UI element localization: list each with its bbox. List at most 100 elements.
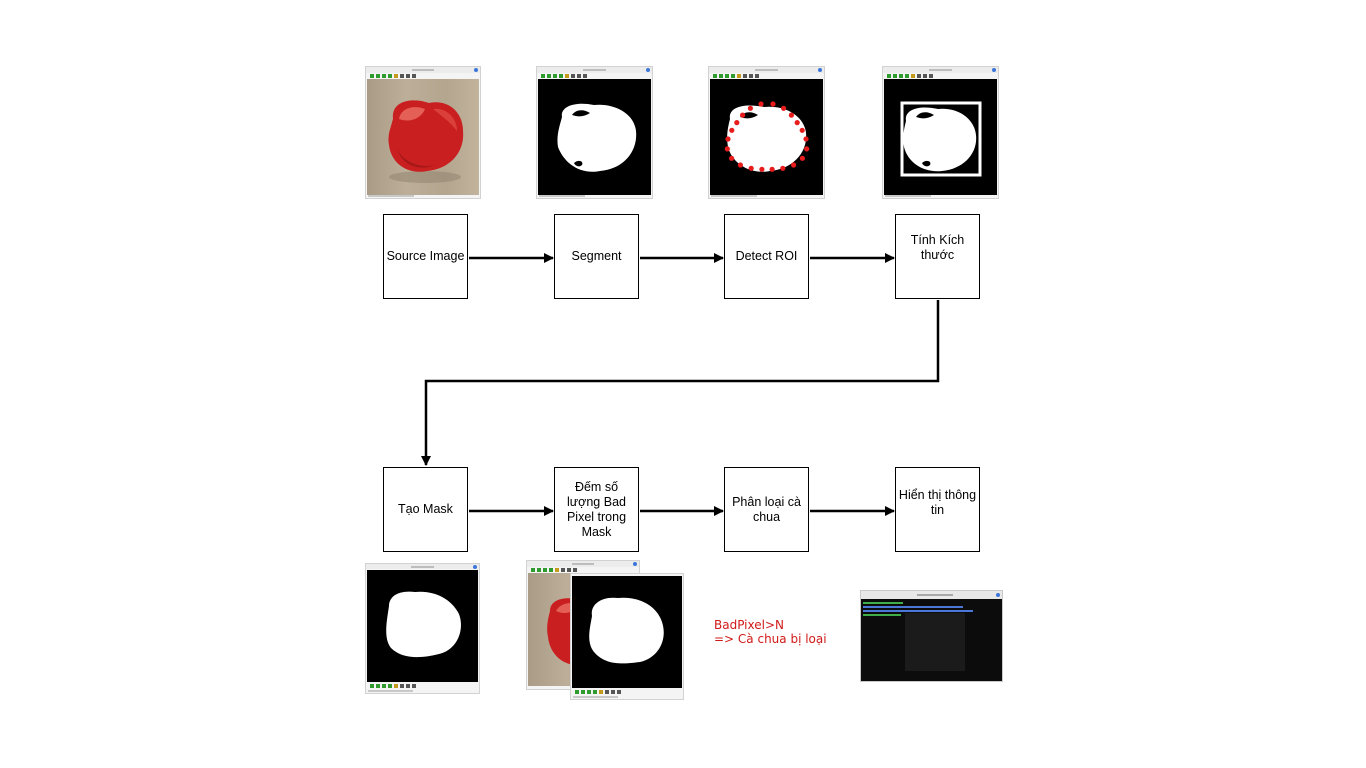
zoom-icon[interactable] [605,690,609,694]
up-arrow-icon[interactable] [725,74,729,78]
window-statusbar [366,689,479,693]
properties-icon[interactable] [929,74,933,78]
window-titlebar [527,561,639,567]
window-statusbar [537,194,652,198]
bounding-box-graphic [900,101,982,177]
save-icon[interactable] [565,74,569,78]
down-arrow-icon[interactable] [731,74,735,78]
zoom-icon[interactable] [400,684,404,688]
save-icon[interactable] [555,568,559,572]
step-label: Detect ROI [735,249,798,263]
roi-point [770,101,776,107]
save-icon[interactable] [599,690,603,694]
window-toolbar [367,73,479,79]
copy-icon[interactable] [406,74,410,78]
terminal-titlebar [861,591,1002,599]
properties-icon[interactable] [412,684,416,688]
roi-point [788,112,794,118]
zoom-icon[interactable] [571,74,575,78]
close-icon[interactable] [646,68,650,72]
roi-contour-view [710,79,823,195]
roi-point [729,127,735,133]
properties-icon[interactable] [617,690,621,694]
back-arrow-icon[interactable] [531,568,535,572]
forward-arrow-icon[interactable] [893,74,897,78]
terminal-panel [905,613,965,671]
forward-arrow-icon[interactable] [719,74,723,78]
up-arrow-icon[interactable] [382,684,386,688]
forward-arrow-icon[interactable] [581,690,585,694]
window-toolbar [367,683,478,689]
properties-icon[interactable] [573,568,577,572]
up-arrow-icon[interactable] [587,690,591,694]
copy-icon[interactable] [577,74,581,78]
properties-icon[interactable] [755,74,759,78]
step-tinh-kich-thuoc: Tính Kích thước [895,214,980,299]
roi-point [769,166,775,172]
up-arrow-icon[interactable] [543,568,547,572]
save-icon[interactable] [737,74,741,78]
close-icon[interactable] [818,68,822,72]
down-arrow-icon[interactable] [388,74,392,78]
close-icon[interactable] [992,68,996,72]
down-arrow-icon[interactable] [559,74,563,78]
back-arrow-icon[interactable] [370,684,374,688]
classification-result-note: BadPixel>N => Cà chua bị loại [714,618,827,646]
back-arrow-icon[interactable] [575,690,579,694]
forward-arrow-icon[interactable] [547,74,551,78]
mask-window-front [570,573,684,700]
save-icon[interactable] [394,684,398,688]
roi-point [794,120,800,126]
properties-icon[interactable] [583,74,587,78]
save-icon[interactable] [394,74,398,78]
forward-arrow-icon[interactable] [376,684,380,688]
back-arrow-icon[interactable] [541,74,545,78]
up-arrow-icon[interactable] [899,74,903,78]
close-icon[interactable] [473,565,477,569]
down-arrow-icon[interactable] [593,690,597,694]
mask-blob [386,591,461,658]
roi-point [734,120,740,126]
window-titlebar [366,67,480,73]
bounding-box-window [882,66,999,199]
back-arrow-icon[interactable] [887,74,891,78]
source-image-window [365,66,481,199]
mask-overlay-blob [589,597,664,664]
roi-point [758,101,764,107]
copy-icon[interactable] [611,690,615,694]
up-arrow-icon[interactable] [553,74,557,78]
forward-arrow-icon[interactable] [537,568,541,572]
copy-icon[interactable] [749,74,753,78]
terminal-line [863,606,963,608]
properties-icon[interactable] [412,74,416,78]
zoom-icon[interactable] [917,74,921,78]
roi-point [804,146,810,152]
step-label: Segment [571,249,622,263]
window-titlebar [537,67,652,73]
window-statusbar [709,194,824,198]
forward-arrow-icon[interactable] [376,74,380,78]
copy-icon[interactable] [406,684,410,688]
back-arrow-icon[interactable] [370,74,374,78]
down-arrow-icon[interactable] [388,684,392,688]
arrow-tinh-kich-thuoc-to-tao-mask [421,300,940,466]
save-icon[interactable] [911,74,915,78]
copy-icon[interactable] [567,568,571,572]
zoom-icon[interactable] [743,74,747,78]
close-icon[interactable] [474,68,478,72]
zoom-icon[interactable] [400,74,404,78]
down-arrow-icon[interactable] [549,568,553,572]
close-icon[interactable] [996,593,1000,597]
down-arrow-icon[interactable] [905,74,909,78]
roi-point [781,105,787,111]
terminal-line [863,610,973,612]
back-arrow-icon[interactable] [713,74,717,78]
window-titlebar [709,67,824,73]
copy-icon[interactable] [923,74,927,78]
up-arrow-icon[interactable] [382,74,386,78]
step-tao-mask: Tạo Mask [383,467,468,552]
close-icon[interactable] [633,562,637,566]
step-label: Source Image [386,249,465,263]
zoom-icon[interactable] [561,568,565,572]
roi-point [799,155,805,161]
